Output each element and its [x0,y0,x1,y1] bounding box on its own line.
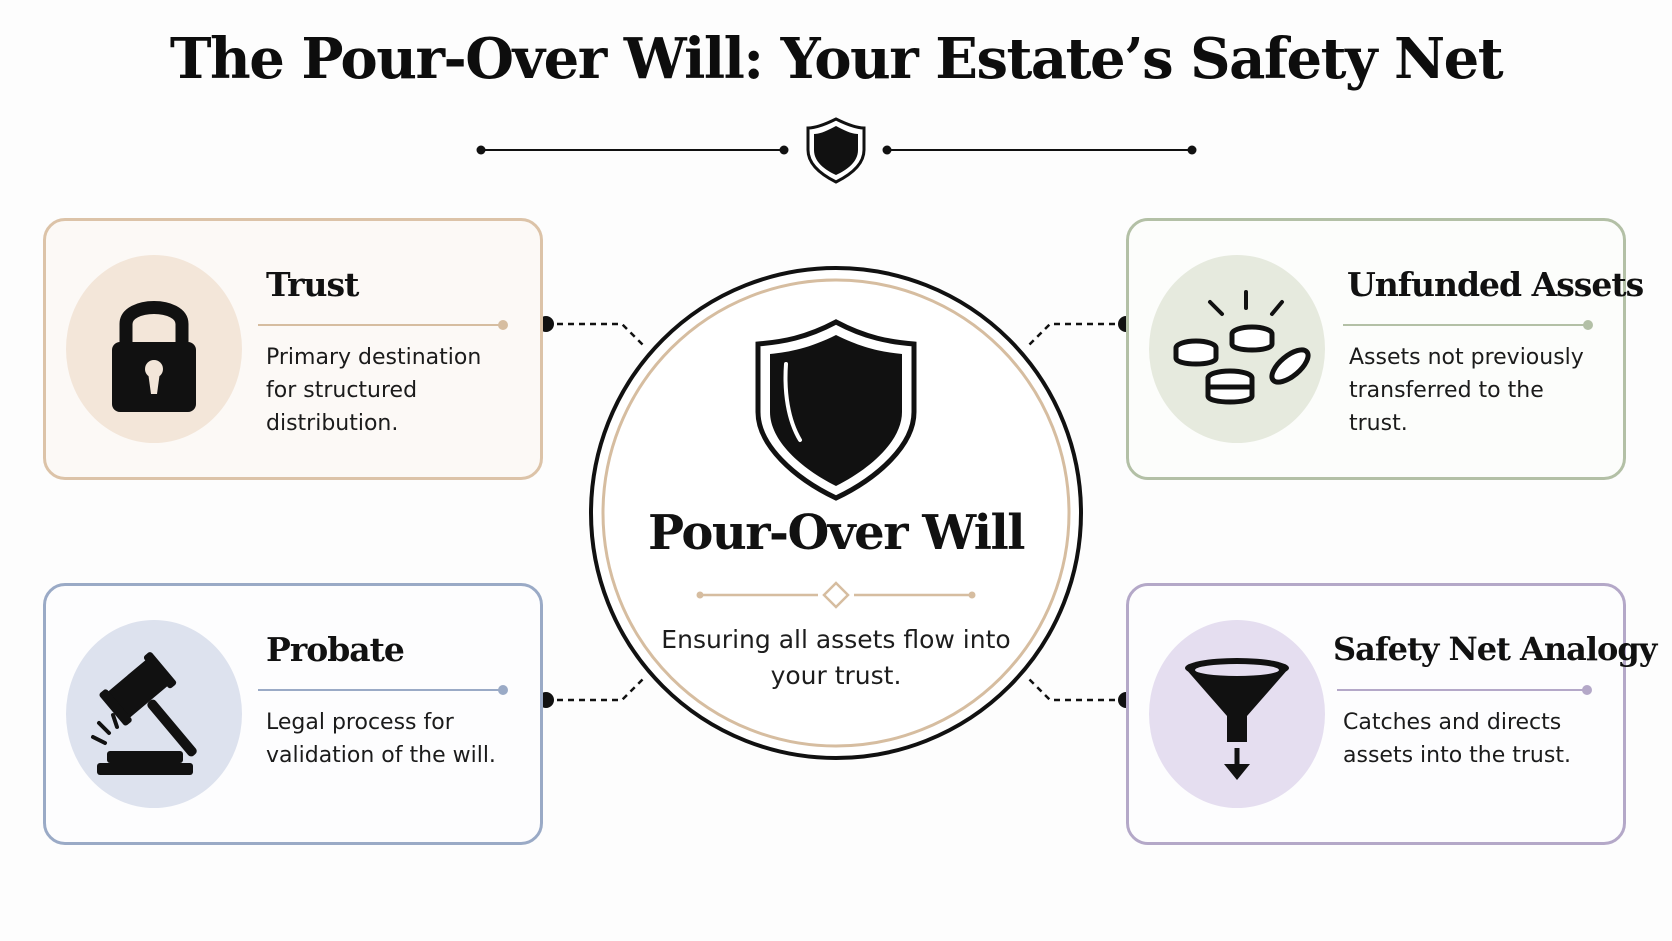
trust-rule [258,320,508,330]
unfunded-rule [1343,320,1593,330]
trust-icon-circle [66,255,242,443]
probate-rule [258,685,508,695]
funnel-icon [1185,658,1289,780]
shield-icon [755,319,917,501]
probate-heading: Probate [266,630,405,669]
center-title: Pour-Over Will [648,505,1025,561]
safety-rule [1337,685,1592,695]
coins-icon [1173,290,1311,405]
page-title: The Pour-Over Will: Your Estate’s Safety… [169,26,1504,92]
padlock-icon [112,301,196,412]
trust-heading: Trust [266,265,359,304]
unfunded-assets-card: Unfunded Assets Assets not previously tr… [1126,218,1644,480]
title-divider [476,145,1197,155]
safety-icon-circle [1149,620,1325,808]
probate-icon-circle [66,620,242,808]
probate-description: Legal process for validation of the will… [266,710,496,768]
safety-heading: Safety Net Analogy [1333,630,1657,668]
unfunded-icon-circle [1149,255,1325,443]
unfunded-description: Assets not previously transferred to the… [1349,345,1584,436]
small-shield-icon [806,117,866,184]
gavel-icon [91,652,197,775]
unfunded-heading: Unfunded Assets [1347,265,1644,304]
safety-net-card: Safety Net Analogy Catches and directs a… [1126,583,1657,845]
center-divider [696,581,976,609]
safety-description: Catches and directs assets into the trus… [1343,710,1571,768]
center-subtitle: Ensuring all assets flow into your trust… [661,625,1011,690]
trust-description: Primary destination for structured distr… [266,345,482,436]
trust-card: Trust Primary destination for structured… [43,218,543,480]
probate-card: Probate Legal process for validation of … [43,583,543,845]
